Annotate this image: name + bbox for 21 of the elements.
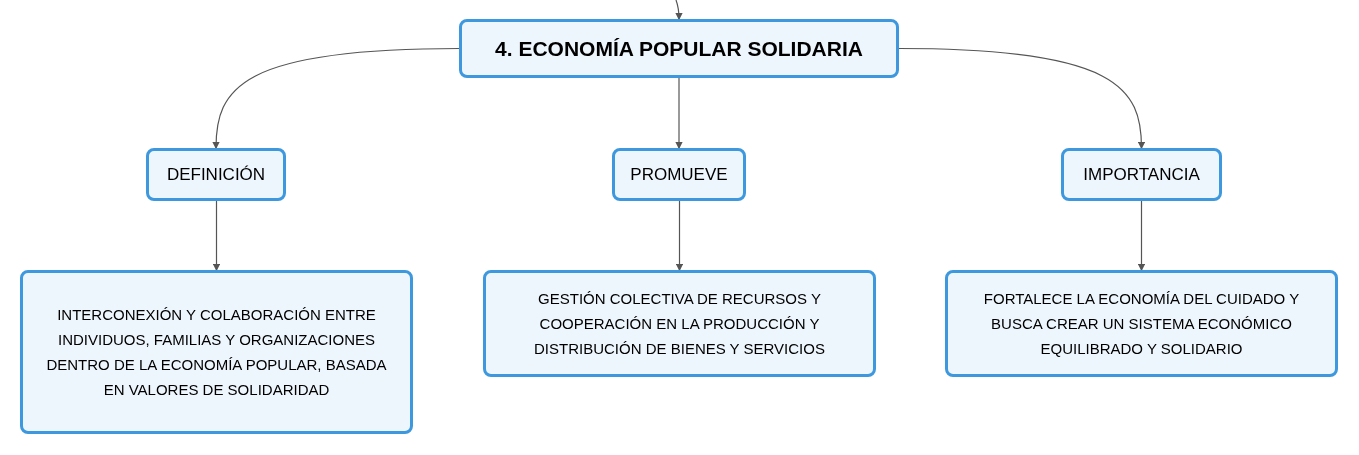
connector-arrow bbox=[212, 200, 221, 272]
topic-box bbox=[20, 270, 413, 434]
title-box bbox=[459, 19, 899, 78]
box-text: 4. ECONOMÍA POPULAR SOLIDARIA bbox=[495, 35, 863, 62]
topic-box bbox=[612, 148, 746, 201]
box-text: IMPORTANCIA bbox=[1083, 163, 1200, 186]
box-text: GESTIÓN COLECTIVA DE RECURSOS Y COOPERACIÓN EN LA PRODUCCIÓN Y DISTRIBUCIÓN DE BIENES Y SERVICIOS bbox=[533, 289, 826, 359]
box-text: INTERCONEXIÓN Y COLABORACIÓN ENTRE INDIVIDUOS, FAMILIAS Y ORGANIZACIONES DENTRO DE LA ECONOMÍA POPULAR, BASADA EN VALORES DE SOLIDARIDAD bbox=[45, 305, 388, 400]
connector-arrow bbox=[675, 77, 683, 150]
connector-arrow bbox=[212, 47, 460, 150]
topic-box bbox=[1061, 148, 1222, 201]
topic-box bbox=[146, 148, 286, 201]
topic-box bbox=[945, 270, 1338, 377]
connector-arrow bbox=[675, 200, 684, 272]
box-text: DEFINICIÓN bbox=[166, 163, 266, 186]
connector-arrow bbox=[675, 0, 683, 21]
box-text: PROMUEVE bbox=[630, 163, 728, 186]
connector-arrow bbox=[1137, 200, 1146, 272]
topic-box bbox=[483, 270, 876, 377]
connector-arrow bbox=[898, 47, 1145, 150]
box-text: FORTALECE LA ECONOMÍA DEL CUIDADO Y BUSCA CREAR UN SISTEMA ECONÓMICO EQUILIBRADO Y SOLIDARIO bbox=[982, 289, 1301, 359]
